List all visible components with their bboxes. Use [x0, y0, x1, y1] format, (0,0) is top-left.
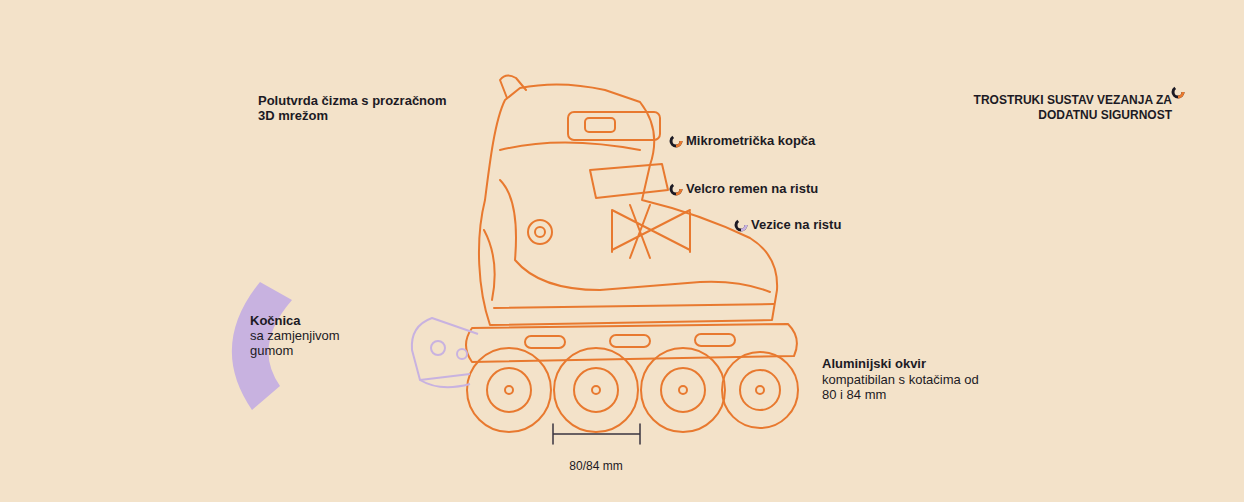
band-text: Kočnicasa zamjenjivom gumom [250, 313, 350, 358]
micrometric-buckle [568, 112, 660, 140]
bullet-icons [671, 87, 1183, 230]
brake-band: Kočnicasa zamjenjivom gumom [218, 280, 368, 412]
dimension-label-box: 80/84 mm [560, 459, 632, 474]
part-description: sa zamjenjivom gumom [250, 328, 350, 358]
boot-strap-loop [500, 75, 526, 98]
sole-line [494, 304, 774, 308]
feature-label-box: Vezice na ristu [751, 217, 841, 232]
wheels [467, 348, 798, 432]
brake-outline [412, 318, 478, 387]
feature-label: Velcro remen na ristu [686, 181, 818, 196]
cuff-line [500, 143, 640, 151]
aluminium-frame [466, 324, 797, 362]
heading-note-box: TROSTRUKI SUSTAV VEZANJA ZA DODATNU SIGU… [932, 93, 1172, 123]
boot-outline [479, 84, 777, 325]
feature-label: Mikrometrička kopča [686, 133, 815, 148]
buckle-lever [585, 118, 615, 132]
part-name: Kočnica [250, 313, 350, 328]
laces [612, 205, 690, 258]
velcro-strap [590, 164, 668, 198]
frame-slots [525, 334, 735, 348]
boot-label: Polutvrda čizma s prozračnom 3D mrežom [258, 93, 458, 123]
feature-label-box: Mikrometrička kopča [686, 133, 815, 148]
ankle-pivot-center [535, 227, 545, 237]
heel-panel [484, 230, 495, 300]
part-name: Aluminijski okvir [822, 356, 926, 371]
dimension-bracket [553, 424, 640, 444]
boot-panel [500, 180, 770, 292]
part-description: kompatibilan s kotačima od 80 i 84 mm [822, 372, 982, 402]
part-name-box: Aluminijski okvir [822, 356, 926, 371]
heading-note: TROSTRUKI SUSTAV VEZANJA ZA DODATNU SIGU… [932, 93, 1172, 123]
ankle-pivot [528, 220, 552, 244]
feature-label: Vezice na ristu [751, 217, 841, 232]
boot-label-box: Polutvrda čizma s prozračnom 3D mrežom [258, 93, 458, 123]
dimension-label: 80/84 mm [560, 459, 632, 474]
part-description-box: kompatibilan s kotačima od 80 i 84 mm [822, 372, 982, 402]
feature-label-box: Velcro remen na ristu [686, 181, 818, 196]
